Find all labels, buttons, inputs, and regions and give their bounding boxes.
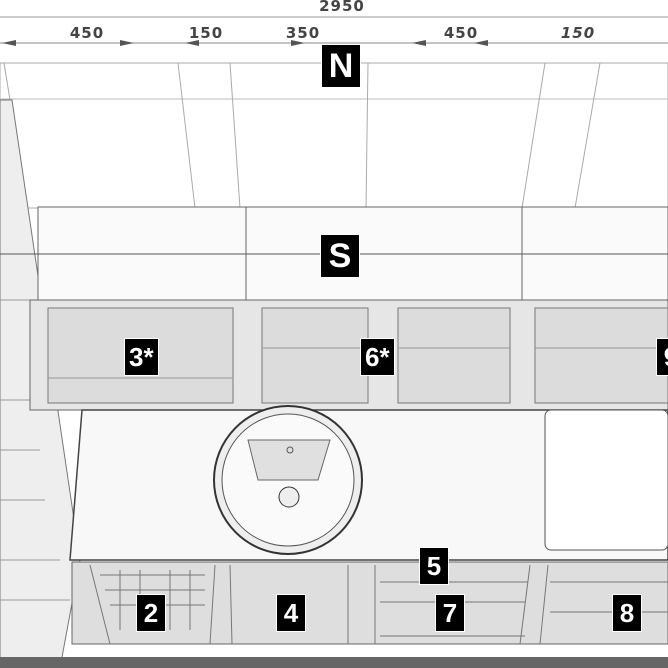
label-cabinet-6: 6*: [360, 338, 395, 376]
dimension-segment-4: 450: [443, 24, 479, 42]
dimension-segment-5: 150: [560, 24, 596, 42]
dimension-segment-2: 150: [188, 24, 224, 42]
label-countertop-5: 5: [419, 547, 449, 585]
label-dishwasher-2: 2: [136, 594, 166, 632]
label-cabinet-3: 3*: [124, 338, 159, 376]
dimension-segment-3: 350: [285, 24, 321, 42]
label-drawers-8: 8: [612, 594, 642, 632]
label-cabinet-9: 9: [656, 338, 668, 376]
label-drawers-7: 7: [435, 594, 465, 632]
label-north-wall: N: [321, 44, 361, 88]
label-cabinet-4: 4: [276, 594, 306, 632]
dimension-segment-1: 450: [69, 24, 105, 42]
label-south-wall: S: [320, 234, 360, 278]
dimension-total: 2950: [319, 0, 365, 15]
